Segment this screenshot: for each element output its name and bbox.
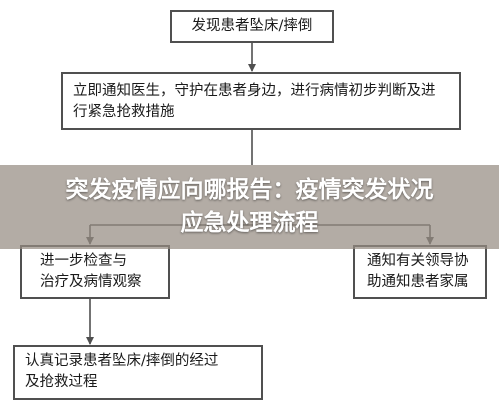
overlay-title-line1: 突发疫情应向哪报告：疫情突发状况 [65,177,434,203]
node-text: 助通知患者家属 [367,274,469,290]
node-text: 发现患者坠床/摔倒 [191,18,313,34]
node-further-treatment: 进一步检查与 治疗及病情观察 [20,245,170,299]
title-overlay-banner: 突发疫情应向哪报告：疫情突发状况 应急处理流程 [0,165,499,249]
node-record-process: 认真记录患者坠床/摔倒的经过 及抢救过程 [13,345,263,400]
node-text: 立即通知医生，守护在患者身边，进行病情初步判断及进 [73,83,436,99]
node-notify-family: 通知有关领导协 助通知患者家属 [353,245,487,299]
node-text: 行紧急抢救措施 [73,104,175,120]
node-text: 进一步检查与 [40,253,127,269]
node-text: 通知有关领导协 [367,253,469,269]
node-text: 治疗及病情观察 [40,274,142,290]
node-discover-fall: 发现患者坠床/摔倒 [170,10,334,43]
overlay-title-line2: 应急处理流程 [180,210,319,236]
node-notify-doctor: 立即通知医生，守护在患者身边，进行病情初步判断及进 行紧急抢救措施 [61,72,461,130]
node-text: 及抢救过程 [25,374,98,390]
node-text: 认真记录患者坠床/摔倒的经过 [25,353,219,369]
